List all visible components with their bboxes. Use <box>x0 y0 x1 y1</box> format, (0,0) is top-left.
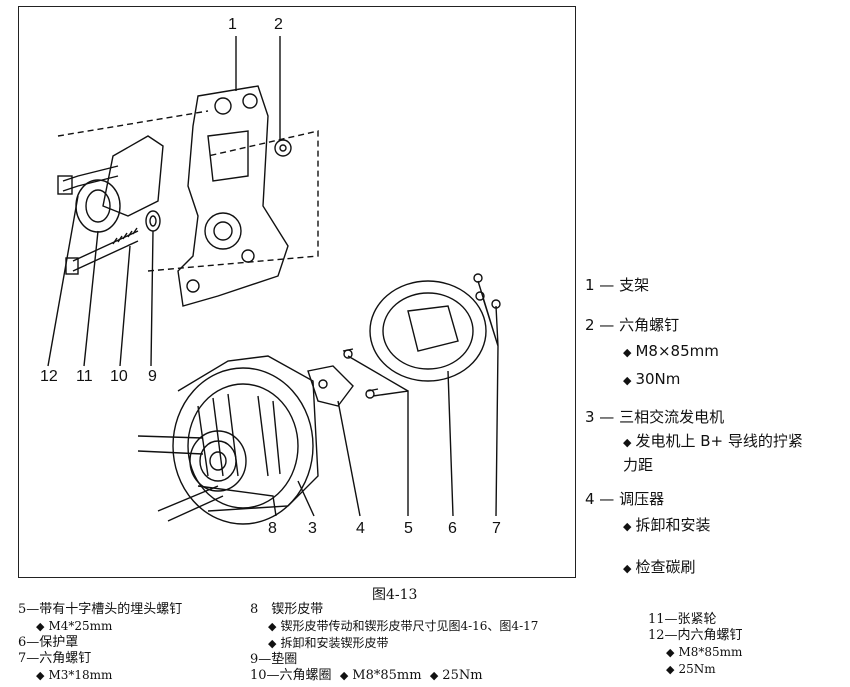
legend-bottom-col1: 5—带有十字槽头的埋头螺钉 ◆M4*25mm 6—保护罩 7—六角螺钉 ◆M3*… <box>18 602 183 682</box>
label-12: 12 <box>40 368 58 385</box>
legend-bottom-col2: 8 锲形皮带 ◆锲形皮带传动和锲形皮带尺寸见图4-16、图4-17 ◆拆卸和安装… <box>250 602 539 683</box>
bullet-icon: ◆ <box>623 436 632 449</box>
label-3: 3 <box>308 520 317 537</box>
legend-right: 1 — 支架 2 — 六角螺钉 ◆M8×85mm ◆30Nm 3 — 三相交流发… <box>585 272 803 582</box>
legend-bottom-col3: 11—张紧轮 12—内六角螺钉 ◆M8*85mm ◆25Nm <box>648 612 743 676</box>
legend-item-2: 2 — 六角螺钉 <box>585 316 680 334</box>
bullet-icon: ◆ <box>623 374 632 387</box>
legend-item-3: 3 — 三相交流发电机 <box>585 408 725 426</box>
label-7: 7 <box>492 520 501 537</box>
alternator-exploded-drawing <box>47 36 501 525</box>
legend-item-1: 1 — 支架 <box>585 276 650 294</box>
bullet-icon: ◆ <box>623 520 632 533</box>
label-11: 11 <box>76 368 93 385</box>
label-5: 5 <box>404 520 413 537</box>
figure-frame <box>18 6 576 578</box>
label-10: 10 <box>110 368 128 385</box>
bullet-icon: ◆ <box>623 562 632 575</box>
label-4: 4 <box>356 520 365 537</box>
label-8: 8 <box>268 520 277 537</box>
label-9: 9 <box>148 368 157 385</box>
label-1: 1 <box>228 16 237 33</box>
legend-item-4: 4 — 调压器 <box>585 490 665 508</box>
label-2: 2 <box>274 16 283 33</box>
label-6: 6 <box>448 520 457 537</box>
bullet-icon: ◆ <box>623 346 632 359</box>
figure-caption: 图4-13 <box>372 587 418 603</box>
